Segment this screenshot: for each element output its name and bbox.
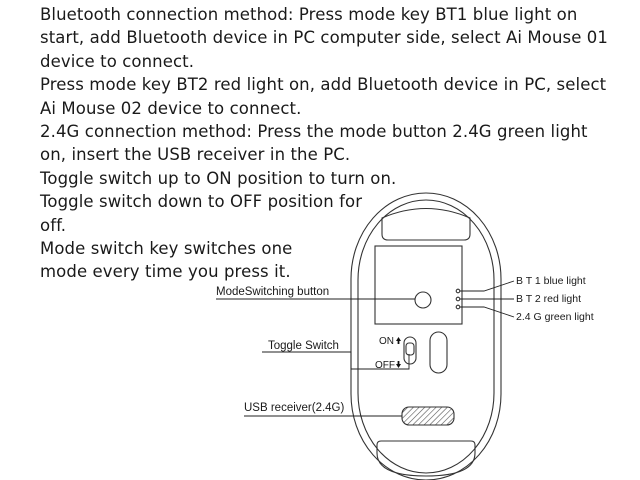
toggle-leader (262, 351, 410, 370)
toggle-switch-label: Toggle Switch (268, 340, 339, 352)
center-plate (374, 245, 463, 325)
bt2-label: B T 2 red light (516, 293, 581, 305)
usb-receiver-slot (401, 406, 455, 426)
g24-leader (460, 306, 515, 318)
bt1-indicator-icon (455, 288, 461, 294)
instruction-line: Press mode key BT2 red light on, add Blu… (40, 75, 607, 95)
instruction-line: off. (40, 215, 67, 235)
sensor-window (429, 331, 448, 374)
usb-receiver-label: USB receiver(2.4G) (244, 402, 345, 414)
instruction-line: device to connect. (40, 51, 195, 71)
arrow-up-icon (396, 337, 401, 344)
instruction-text: Bluetooth connection method: Press mode … (40, 3, 630, 284)
mouse-body-inner (357, 199, 495, 474)
instruction-line: Mode switch key switches one (40, 239, 293, 259)
instruction-line: Bluetooth connection method: Press mode … (40, 5, 578, 24)
mode-switch-button (414, 291, 432, 309)
instruction-line: Toggle switch down to OFF position for (40, 192, 363, 212)
mouse-body-outline (350, 192, 502, 480)
instruction-line: 2.4G connection method: Press the mode b… (40, 122, 588, 142)
bottom-foot-pad (376, 440, 476, 477)
instruction-line: on, insert the USB receiver in the PC. (40, 145, 351, 165)
g24-label: 2.4 G green light (516, 311, 594, 323)
mode-button-label: ModeSwitching button (216, 286, 330, 298)
bt2-indicator-icon (455, 296, 461, 302)
g24-indicator-icon (455, 304, 461, 310)
off-label: OFF (375, 360, 395, 371)
on-label: ON (379, 336, 394, 347)
toggle-switch-knob (405, 342, 415, 356)
top-foot-pad (381, 207, 471, 241)
toggle-switch-slot (403, 336, 417, 365)
instruction-line: Toggle switch up to ON position to turn … (40, 168, 397, 188)
bt1-leader (460, 280, 515, 292)
arrow-down-icon (396, 361, 401, 368)
bt1-label: B T 1 blue light (516, 275, 586, 287)
instruction-line: mode every time you press it. (40, 262, 291, 282)
instruction-line: start, add Bluetooth device in PC comput… (40, 28, 608, 48)
instruction-line: Ai Mouse 02 device to connect. (40, 98, 302, 118)
